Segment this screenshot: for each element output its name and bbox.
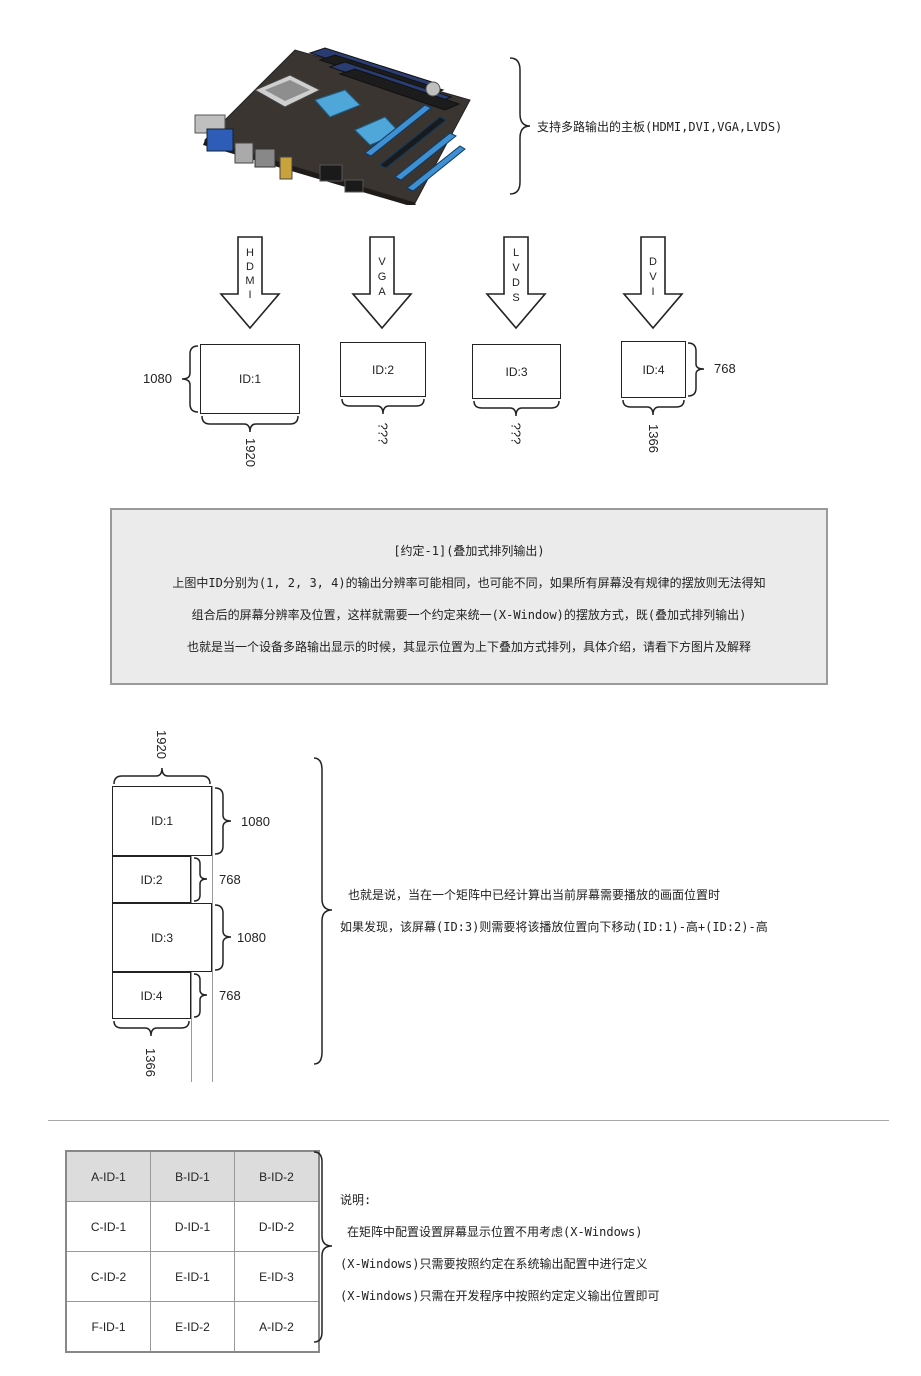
stack-id2-height: 768: [219, 872, 241, 887]
matrix-row: A-ID-1 B-ID-1 B-ID-2: [65, 1150, 320, 1202]
screen-id2-width: ???: [375, 422, 391, 445]
matrix-row: C-ID-1 D-ID-1 D-ID-2: [65, 1201, 320, 1252]
stack-id3-brace: [213, 903, 235, 977]
stack-explain-brace: [312, 756, 336, 1071]
stack-id3: ID:3: [112, 903, 212, 972]
board-caption: 支持多路输出的主板(HDMI,DVI,VGA,LVDS): [537, 120, 783, 134]
note-title: [约定-1](叠加式排列输出): [393, 544, 545, 558]
hdmi-arrow: [219, 236, 281, 330]
screen-id4: ID:4: [621, 341, 686, 398]
matrix-cell: D-ID-2: [234, 1201, 320, 1252]
stack-id4-brace: [192, 972, 212, 1024]
matrix-cell: A-ID-1: [65, 1150, 151, 1202]
matrix-cell: E-ID-1: [150, 1251, 235, 1302]
stack-bottom-width: 1366: [142, 1048, 158, 1077]
stack-id1-height: 1080: [241, 814, 270, 829]
screen-id2-width-brace: [340, 397, 426, 424]
matrix-row: F-ID-1 E-ID-2 A-ID-2: [65, 1301, 320, 1353]
stack-id4-height: 768: [219, 988, 241, 1003]
note-line-1: 上图中ID分别为(1, 2, 3, 4)的输出分辨率可能相同，也可能不同，如果所…: [172, 576, 766, 590]
screen-id3-width-brace: [472, 399, 561, 426]
matrix-cell: B-ID-2: [234, 1150, 320, 1202]
lvds-arrow: [485, 236, 547, 330]
stack-id1: ID:1: [112, 786, 212, 856]
vga-arrow: [351, 236, 413, 330]
matrix-cell: C-ID-1: [65, 1201, 151, 1252]
stack-explain-line-2: 如果发现，该屏幕(ID:3)则需要将该播放位置向下移动(ID:1)-高+(ID:…: [340, 920, 768, 934]
matrix-cell: E-ID-3: [234, 1251, 320, 1302]
note-line-2: 组合后的屏幕分辨率及位置，这样就需要一个约定来统一(X-Window)的摆放方式…: [191, 608, 747, 622]
matrix-brace: [312, 1150, 336, 1350]
stack-id4: ID:4: [112, 972, 191, 1019]
stack-id3-height: 1080: [237, 930, 266, 945]
stack-id2-brace: [192, 856, 212, 908]
stack-id2: ID:2: [112, 856, 191, 903]
matrix-note-line-1: 在矩阵中配置设置屏幕显示位置不用考虑(X-Windows): [347, 1225, 643, 1239]
dvi-arrow: [622, 236, 684, 330]
matrix-row: C-ID-2 E-ID-1 E-ID-3: [65, 1251, 320, 1302]
stack-id1-brace: [213, 786, 235, 861]
matrix-cell: A-ID-2: [234, 1301, 320, 1353]
screen-id1-width: 1920: [242, 438, 258, 467]
motherboard-image: [185, 45, 485, 208]
matrix-table: A-ID-1 B-ID-1 B-ID-2 C-ID-1 D-ID-1 D-ID-…: [65, 1150, 320, 1353]
screen-id1-width-brace: [200, 414, 300, 441]
screen-id1-height-brace: [178, 344, 200, 419]
screen-id4-height-brace: [686, 341, 708, 403]
screen-id1-height: 1080: [143, 371, 172, 386]
screen-id1: ID:1: [200, 344, 300, 414]
screen-id4-height: 768: [714, 361, 736, 376]
matrix-note-line-3: (X-Windows)只需在开发程序中按照约定定义输出位置即可: [340, 1289, 660, 1303]
stack-top-width: 1920: [153, 730, 169, 759]
stack-top-brace: [112, 764, 212, 791]
note-line-3: 也就是当一个设备多路输出显示的时候，其显示位置为上下叠加方式排列，具体介绍，请看…: [186, 640, 751, 654]
matrix-cell: B-ID-1: [150, 1150, 235, 1202]
screen-id4-width-brace: [621, 398, 686, 425]
matrix-note-title: 说明:: [340, 1193, 372, 1207]
matrix-cell: F-ID-1: [65, 1301, 151, 1353]
matrix-cell: E-ID-2: [150, 1301, 235, 1353]
convention-note-panel: [约定-1](叠加式排列输出) 上图中ID分别为(1, 2, 3, 4)的输出分…: [110, 508, 828, 685]
screen-id2: ID:2: [340, 342, 426, 397]
guide-line-1920: [212, 786, 213, 1082]
matrix-note-line-2: (X-Windows)只需要按照约定在系统输出配置中进行定义: [340, 1257, 648, 1271]
screen-id3-width: ???: [508, 422, 524, 445]
stack-explain-line-1: 也就是说，当在一个矩阵中已经计算出当前屏幕需要播放的画面位置时: [348, 888, 721, 902]
board-brace: [508, 56, 532, 201]
section-divider: [48, 1120, 889, 1121]
screen-id4-width: 1366: [645, 424, 661, 453]
stack-bottom-brace: [112, 1019, 191, 1046]
screen-id3: ID:3: [472, 344, 561, 399]
matrix-cell: D-ID-1: [150, 1201, 235, 1252]
matrix-cell: C-ID-2: [65, 1251, 151, 1302]
